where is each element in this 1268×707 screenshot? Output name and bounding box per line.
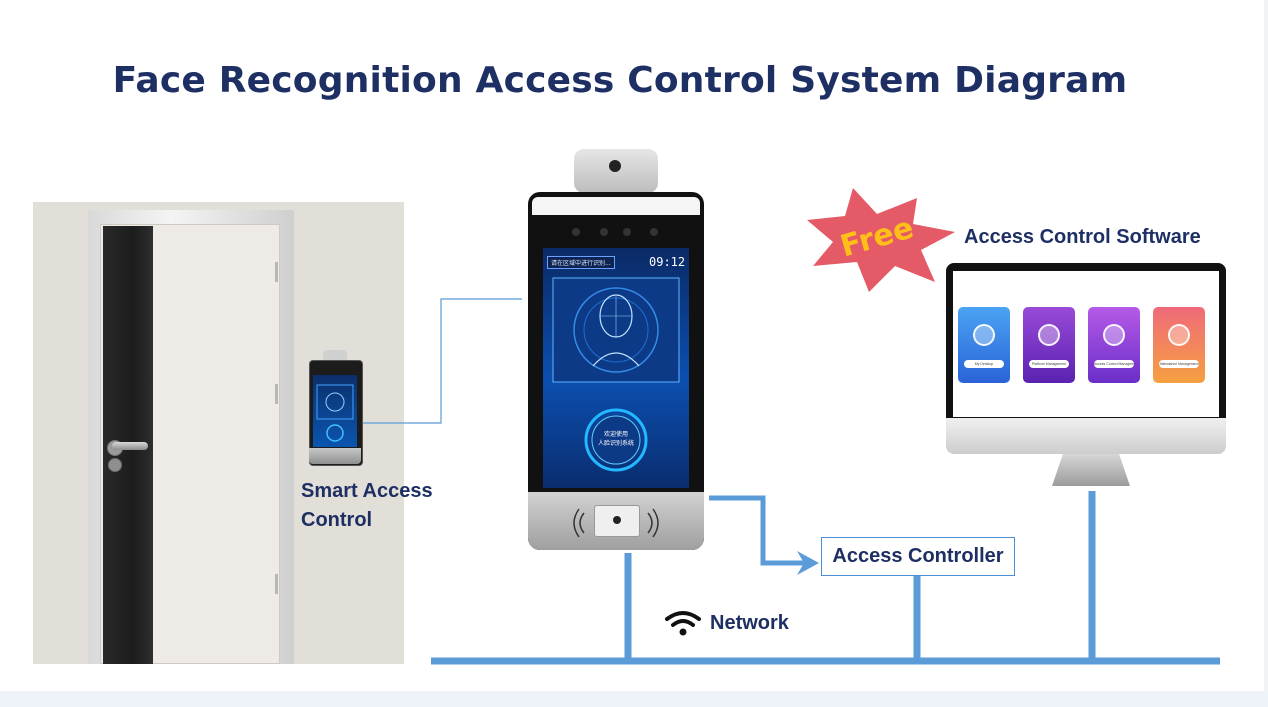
wifi-icon xyxy=(665,611,701,636)
welcome-line1: 欢迎使用 xyxy=(603,431,628,438)
module-icon xyxy=(973,324,995,346)
small-device-screen xyxy=(313,375,357,447)
small-device-camera xyxy=(323,350,347,362)
footer-strip xyxy=(0,691,1268,707)
reader-lens-icon xyxy=(613,516,621,524)
page-edge xyxy=(1264,0,1268,691)
face-scan-icon xyxy=(552,277,680,472)
page-title: Face Recognition Access Control System D… xyxy=(112,60,1128,101)
terminal-sensors xyxy=(572,228,658,236)
software-tile-label: My Desktop xyxy=(964,360,1004,368)
door-hinge xyxy=(275,384,278,404)
device-to-controller-link xyxy=(709,495,808,566)
door-hinge xyxy=(275,262,278,282)
door-lock xyxy=(108,458,122,472)
door-hinge xyxy=(275,574,278,594)
zoom-callout-line xyxy=(363,298,522,424)
arrow-head-icon xyxy=(797,551,819,575)
access-controller-box: Access Controller xyxy=(821,537,1015,576)
access-controller-label: Access Controller xyxy=(832,545,1004,567)
network-label: Network xyxy=(710,612,789,634)
software-tiles: My Desktop Platform Management Access Cont… xyxy=(958,307,1205,383)
monitor-stand xyxy=(1052,454,1130,486)
module-icon xyxy=(1038,324,1060,346)
terminal-top-bar xyxy=(532,197,700,215)
software-tile[interactable]: Attendance Management xyxy=(1153,307,1205,383)
welcome-line2: 人脸识别系统 xyxy=(597,440,634,447)
module-icon xyxy=(1168,324,1190,346)
free-badge-star xyxy=(807,188,955,292)
nfc-icon xyxy=(573,508,659,538)
monitor-screen: My Desktop Platform Management Access Cont… xyxy=(953,271,1219,417)
welcome-message: 欢迎使用 人脸识别系统 xyxy=(586,430,646,448)
terminal-clock: 09:12 xyxy=(649,255,686,269)
software-tile[interactable]: Access Control Management xyxy=(1088,307,1140,383)
software-tile-label: Attendance Management xyxy=(1159,360,1199,368)
software-label: Access Control Software xyxy=(964,226,1201,248)
software-tile-label: Platform Management xyxy=(1029,360,1069,368)
card-reader xyxy=(594,505,640,537)
camera-lens-icon xyxy=(609,160,621,172)
software-tile[interactable]: My Desktop xyxy=(958,307,1010,383)
software-tile-label: Access Control Management xyxy=(1094,360,1134,368)
smart-access-label-line2: Control xyxy=(301,509,373,531)
terminal-screen: 请在区域中进行识别... 09:12 欢迎使用 人脸识别系统 xyxy=(543,248,689,488)
door-handle xyxy=(112,442,148,450)
software-tile[interactable]: Platform Management xyxy=(1023,307,1075,383)
smart-access-label-line1: Smart Access xyxy=(301,480,433,502)
smart-access-label: Smart Access Control xyxy=(301,477,461,535)
module-icon xyxy=(1103,324,1125,346)
recognition-status: 请在区域中进行识别... xyxy=(547,256,615,269)
small-device-base xyxy=(309,448,361,464)
monitor-chin xyxy=(946,418,1226,454)
